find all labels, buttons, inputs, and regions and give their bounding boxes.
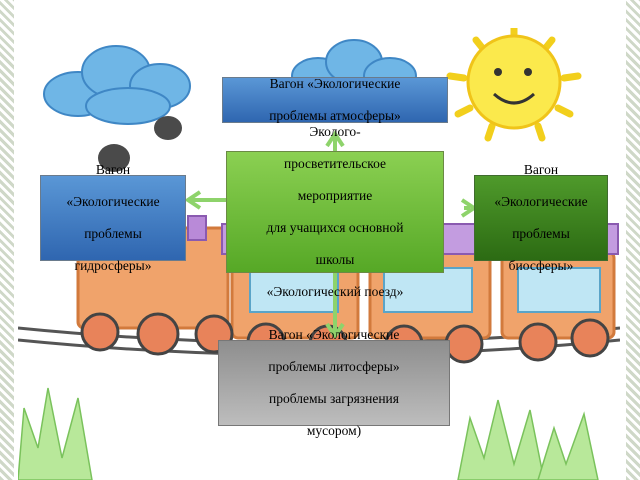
center-line-3: мероприятие <box>297 188 373 203</box>
biosphere-line-4: биосферы» <box>508 258 574 273</box>
wagon-lithosphere-label: Вагон «Экологические проблемы литосферы»… <box>268 311 399 455</box>
biosphere-line-1: Вагон <box>523 162 559 177</box>
wagon-atmosphere-label: Вагон «Экологические проблемы атмосферы» <box>269 60 401 140</box>
wagon-hydrosphere-box: Вагон «Экологические проблемы гидросферы… <box>40 162 186 273</box>
wagon-biosphere-box: Вагон «Экологические проблемы биосферы» <box>474 162 608 273</box>
hydrosphere-line-3: проблемы <box>84 226 142 241</box>
lithosphere-line-3: проблемы загрязнения <box>268 391 399 406</box>
wagon-biosphere-label: Вагон «Экологические проблемы биосферы» <box>494 146 587 290</box>
center-line-1: Эколого- <box>309 124 361 139</box>
grass <box>18 387 599 480</box>
central-event-box: Эколого- просветительское мероприятие дл… <box>226 124 444 299</box>
left-border-stripe <box>0 0 14 480</box>
right-border-stripe <box>626 0 640 480</box>
hydrosphere-line-1: Вагон <box>95 162 131 177</box>
cloud-left <box>43 45 191 125</box>
biosphere-line-3: проблемы <box>512 226 570 241</box>
lithosphere-line-4: мусором) <box>306 423 362 438</box>
wagon-atmosphere-box: Вагон «Экологические проблемы атмосферы» <box>222 76 448 123</box>
atmosphere-line-1: Вагон «Экологические <box>269 76 401 91</box>
center-line-4: для учащихся основной <box>266 220 404 235</box>
sun-icon <box>446 28 582 142</box>
lithosphere-line-1: Вагон «Экологические <box>268 327 400 342</box>
center-line-2: просветительское <box>283 156 387 171</box>
wagon-hydrosphere-label: Вагон «Экологические проблемы гидросферы… <box>66 146 159 290</box>
atmosphere-line-2: проблемы атмосферы» <box>269 108 401 123</box>
biosphere-line-2: «Экологические <box>494 194 588 209</box>
lithosphere-line-2: проблемы литосферы» <box>268 359 400 374</box>
wagon-lithosphere-box: Вагон «Экологические проблемы литосферы»… <box>218 327 450 438</box>
central-event-label: Эколого- просветительское мероприятие дл… <box>267 108 404 316</box>
center-line-5: школы <box>315 252 355 267</box>
hydrosphere-line-2: «Экологические <box>66 194 160 209</box>
center-line-6: «Экологический поезд» <box>266 284 404 299</box>
hydrosphere-line-4: гидросферы» <box>74 258 152 273</box>
